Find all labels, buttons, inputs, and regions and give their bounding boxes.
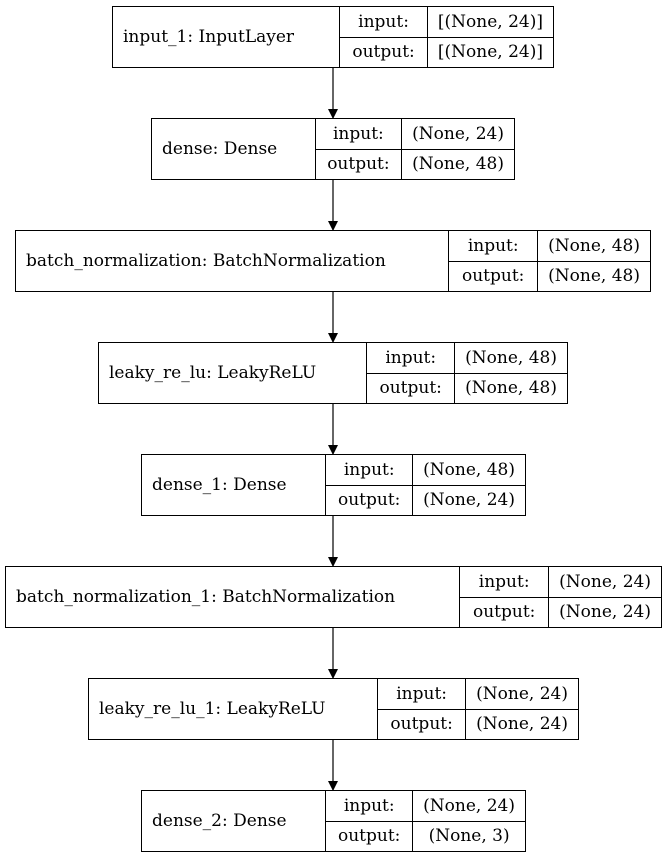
- output-label: output:: [352, 42, 415, 63]
- input-shape: (None, 48): [538, 231, 650, 262]
- layer-name: leaky_re_lu_1: LeakyReLU: [89, 679, 379, 739]
- input-shape: (None, 48): [455, 343, 567, 374]
- input-label: input:: [326, 455, 413, 486]
- layer-node-dense-2: dense_2: Dense input: output: (None, 24)…: [141, 790, 526, 852]
- output-label: output:: [379, 378, 442, 399]
- input-shape: (None, 24): [549, 567, 661, 598]
- output-shape: (None, 24): [423, 490, 515, 511]
- layer-node-dense: dense: Dense input: output: (None, 24) (…: [151, 118, 515, 180]
- output-shape: (None, 24): [559, 602, 651, 623]
- input-shape: (None, 24): [402, 119, 514, 150]
- output-label: output:: [327, 154, 390, 175]
- input-label: input:: [367, 343, 455, 374]
- layer-name: dense: Dense: [152, 119, 316, 179]
- input-label: input:: [449, 231, 538, 262]
- input-label: input:: [315, 119, 402, 150]
- input-shape: (None, 48): [413, 455, 525, 486]
- layer-name: batch_normalization: BatchNormalization: [16, 231, 450, 291]
- layer-name: dense_2: Dense: [142, 791, 327, 851]
- output-shape: (None, 48): [465, 378, 557, 399]
- input-label: input:: [340, 7, 427, 38]
- output-label: output:: [338, 826, 401, 847]
- layer-name: batch_normalization_1: BatchNormalizatio…: [6, 567, 461, 627]
- layer-node-leaky-re-lu-1: leaky_re_lu_1: LeakyReLU input: output: …: [88, 678, 579, 740]
- layer-name: leaky_re_lu: LeakyReLU: [99, 343, 368, 403]
- layer-node-leaky-re-lu: leaky_re_lu: LeakyReLU input: output: (N…: [98, 342, 568, 404]
- input-label: input:: [326, 791, 413, 822]
- output-label: output:: [462, 266, 525, 287]
- output-label: output:: [472, 602, 536, 623]
- layer-node-dense-1: dense_1: Dense input: output: (None, 48)…: [141, 454, 526, 516]
- input-label: input:: [460, 567, 549, 598]
- output-shape: (None, 48): [548, 266, 640, 287]
- output-shape: (None, 24): [476, 714, 568, 735]
- input-label: input:: [378, 679, 466, 710]
- layer-name: input_1: InputLayer: [113, 7, 341, 67]
- output-shape: (None, 48): [412, 154, 504, 175]
- output-shape: [(None, 24)]: [437, 42, 543, 63]
- input-shape: (None, 24): [466, 679, 578, 710]
- layer-node-batch-normalization: batch_normalization: BatchNormalization …: [15, 230, 651, 292]
- input-shape: (None, 24): [413, 791, 525, 822]
- layer-name: dense_1: Dense: [142, 455, 327, 515]
- layer-node-input-1: input_1: InputLayer input: output: [(Non…: [112, 6, 554, 68]
- output-label: output:: [390, 714, 453, 735]
- input-shape: [(None, 24)]: [427, 7, 553, 38]
- output-label: output:: [338, 490, 401, 511]
- output-shape: (None, 3): [428, 826, 510, 847]
- layer-node-batch-normalization-1: batch_normalization_1: BatchNormalizatio…: [5, 566, 662, 628]
